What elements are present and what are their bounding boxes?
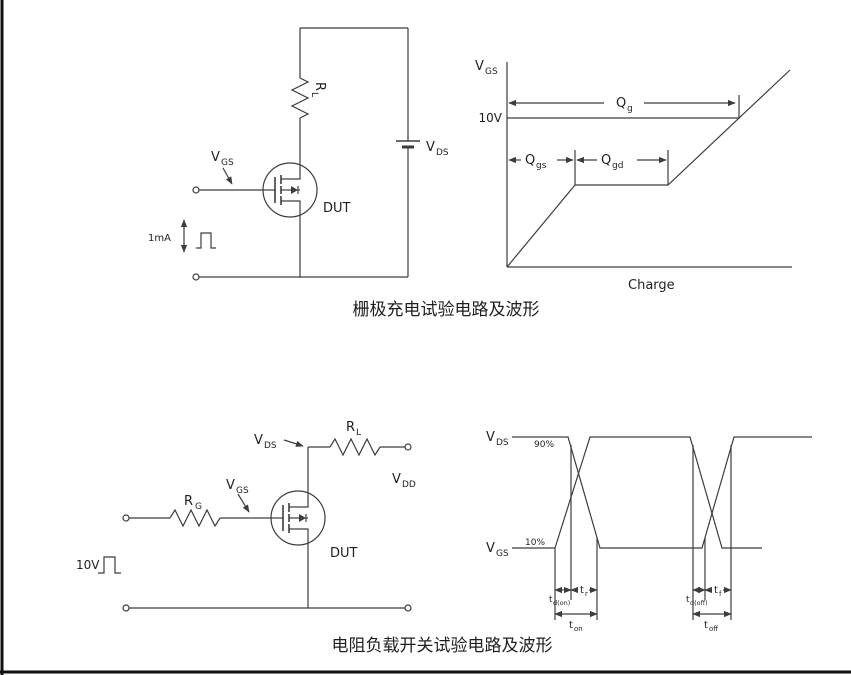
rl-label-group: R L xyxy=(309,82,327,97)
switching-circuit: R G R L V GS V DS V DD DUT 10V xyxy=(76,420,416,612)
rl-label-sub: L xyxy=(356,428,361,438)
qgd-label: Q xyxy=(601,153,611,168)
switching-waveform: V DS V GS 90% 10% t d(on) t r t on t d(o… xyxy=(486,430,812,633)
tr-label: t xyxy=(580,585,584,596)
qgd-label-sub: gd xyxy=(612,161,623,171)
rl-label-sub: L xyxy=(309,92,319,97)
gate-charge-caption: 栅极充电试验电路及波形 xyxy=(353,300,540,320)
dut-label: DUT xyxy=(330,546,358,561)
tf-label: t xyxy=(714,585,718,596)
vds-label-sub: DS xyxy=(264,441,277,451)
ton-label: t xyxy=(569,620,573,631)
vgs-label-sub: GS xyxy=(221,158,234,168)
ground-terminal-right xyxy=(404,604,412,612)
mosfet-symbol xyxy=(262,162,318,218)
qgs-label: Q xyxy=(525,153,535,168)
vgs-trace-label-sub: GS xyxy=(496,549,509,559)
resistor-rl xyxy=(290,77,310,119)
input-pulse-label: 10V xyxy=(76,558,100,572)
rl-label: R xyxy=(312,82,327,91)
wires xyxy=(129,446,405,609)
battery-vds xyxy=(396,140,420,149)
switching-caption: 电阻负载开关试验电路及波形 xyxy=(332,636,553,656)
rg-label: R xyxy=(184,494,193,509)
resistor-rl xyxy=(329,437,381,457)
vds-label-sub: DS xyxy=(436,148,449,158)
toff-label-sub: off xyxy=(709,625,718,633)
vds-label: V xyxy=(426,140,435,155)
level-10v-label: 10V xyxy=(479,111,503,125)
level-10-label: 10% xyxy=(525,538,545,548)
resistor-rg xyxy=(169,508,221,528)
qg-label-sub: g xyxy=(627,104,633,114)
vgs-probe-arrow xyxy=(237,493,250,513)
source-return-terminal xyxy=(192,273,200,281)
gate-current-label: 1mA xyxy=(148,233,171,244)
gate-charge-circuit: V GS R L V DS DUT 1mA xyxy=(148,27,449,281)
qgs-label-sub: gs xyxy=(536,161,547,171)
vdd-label-sub: DD xyxy=(402,480,416,490)
toff-label: t xyxy=(704,620,708,631)
vgs-label: V xyxy=(226,478,235,493)
pulse-symbol xyxy=(98,556,121,574)
vgs-label: V xyxy=(211,150,220,165)
vgs-trace-label: V xyxy=(486,541,495,556)
level-90-label: 90% xyxy=(534,440,554,450)
td-off-label-sub: d(off) xyxy=(690,599,708,607)
rl-label: R xyxy=(346,420,355,435)
vds-trace xyxy=(512,436,812,549)
gate-input-terminal xyxy=(192,186,200,194)
qg-label: Q xyxy=(616,96,626,111)
waveform-vgs-label-sub: GS xyxy=(485,67,498,77)
vgs-probe-arrow xyxy=(222,167,233,185)
vds-trace-label-sub: DS xyxy=(496,438,509,448)
tr-label-sub: r xyxy=(585,590,588,598)
vgs-label-sub: GS xyxy=(236,486,249,496)
vds-trace-label: V xyxy=(486,430,495,445)
waveform-vgs-label: V xyxy=(475,59,484,74)
vgs-charge-curve xyxy=(506,69,791,268)
mosfet-symbol xyxy=(270,490,326,546)
vds-label: V xyxy=(254,433,263,448)
charge-axis-label: Charge xyxy=(628,278,675,293)
vds-probe-arrow xyxy=(283,439,304,447)
td-on-label-sub: d(on) xyxy=(553,599,570,607)
td-on-label: t xyxy=(549,595,553,605)
ground-terminal-left xyxy=(122,604,130,612)
ton-label-sub: on xyxy=(574,625,583,633)
tf-label-sub: f xyxy=(719,590,722,598)
pulse-symbol xyxy=(196,232,216,249)
vdd-label: V xyxy=(392,472,401,487)
rg-label-sub: G xyxy=(195,502,202,512)
td-off-label: t xyxy=(686,595,690,605)
wires xyxy=(199,27,409,278)
vdd-terminal xyxy=(404,443,412,451)
dut-label: DUT xyxy=(323,201,351,216)
gate-charge-waveform: V GS 10V Q g Q gs Q gd Charge xyxy=(475,59,792,293)
gate-input-terminal xyxy=(122,514,130,522)
vgs-trace xyxy=(512,436,762,549)
